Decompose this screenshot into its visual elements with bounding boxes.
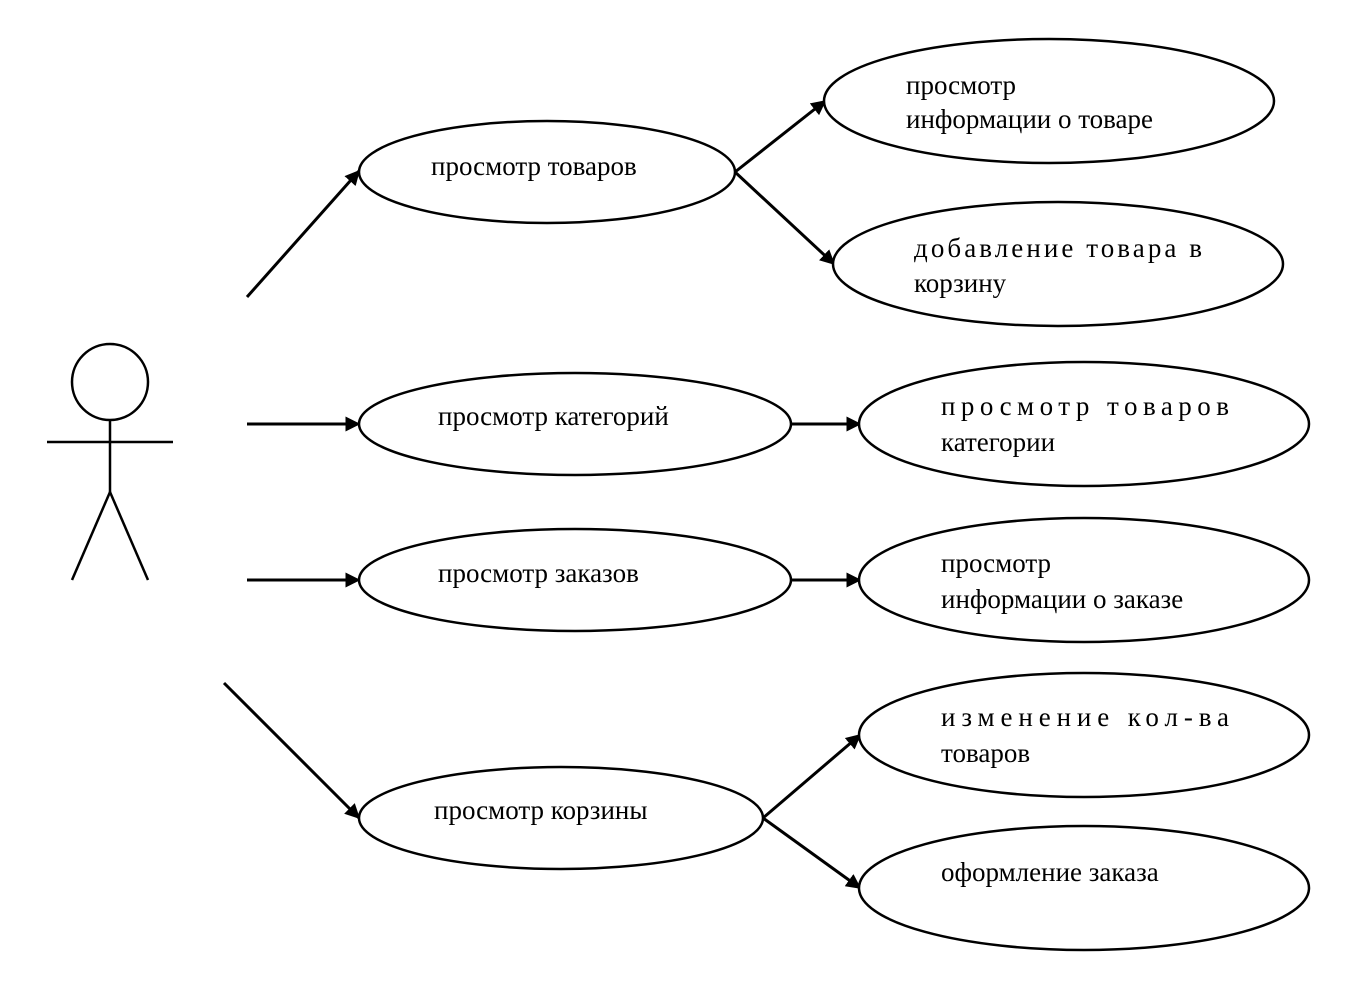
use-case-order-info: просмотр информации о заказе xyxy=(857,516,1311,644)
edge-products-info xyxy=(734,99,827,174)
use-case-label-line1: просмотр товаров xyxy=(941,391,1229,421)
use-case-view-products: просмотр товаров xyxy=(357,119,737,225)
use-case-label: оформление заказа xyxy=(941,857,1159,887)
use-case-label-line1: просмотр xyxy=(941,548,1051,578)
use-case-change-quantity: изменение кол-ва товаров xyxy=(857,671,1311,799)
use-case-label-line1: просмотр xyxy=(906,70,1016,100)
use-case-view-cart: просмотр корзины xyxy=(357,765,765,871)
use-case-label-line2: корзину xyxy=(914,268,1007,298)
actor-right-leg xyxy=(108,491,150,581)
edge-cart-checkout xyxy=(762,816,862,890)
use-case-view-categories: просмотр категорий xyxy=(357,371,793,477)
use-case-add-to-cart: добавление товара в корзину xyxy=(831,200,1285,328)
use-case-checkout: оформление заказа xyxy=(857,824,1311,952)
edge-actor-view-products xyxy=(245,169,361,298)
use-case-label: просмотр категорий xyxy=(438,401,669,431)
edge-cart-quantity xyxy=(762,733,862,820)
actor-left-leg xyxy=(70,491,112,581)
actor-head xyxy=(70,342,150,422)
use-case-label-line1: изменение кол-ва xyxy=(941,702,1229,732)
use-case-label-line2: категории xyxy=(941,427,1055,457)
use-case-label: просмотр товаров xyxy=(431,151,637,181)
use-case-category-products: просмотр товаров категории xyxy=(857,360,1311,488)
use-case-label-line2: информации о товаре xyxy=(906,104,1153,134)
use-case-label: просмотр корзины xyxy=(434,795,648,825)
use-case-label-line1: добавление товара в xyxy=(914,233,1202,263)
use-case-label: просмотр заказов xyxy=(438,558,639,588)
edge-actor-view-cart xyxy=(222,681,361,820)
actor-icon xyxy=(47,342,173,581)
use-case-view-orders: просмотр заказов xyxy=(357,527,793,633)
use-case-product-info: просмотр информации о товаре xyxy=(822,37,1276,165)
use-case-label-line2: товаров xyxy=(941,738,1030,768)
use-case-label-line2: информации о заказе xyxy=(941,584,1183,614)
edge-products-add-cart xyxy=(733,170,836,266)
